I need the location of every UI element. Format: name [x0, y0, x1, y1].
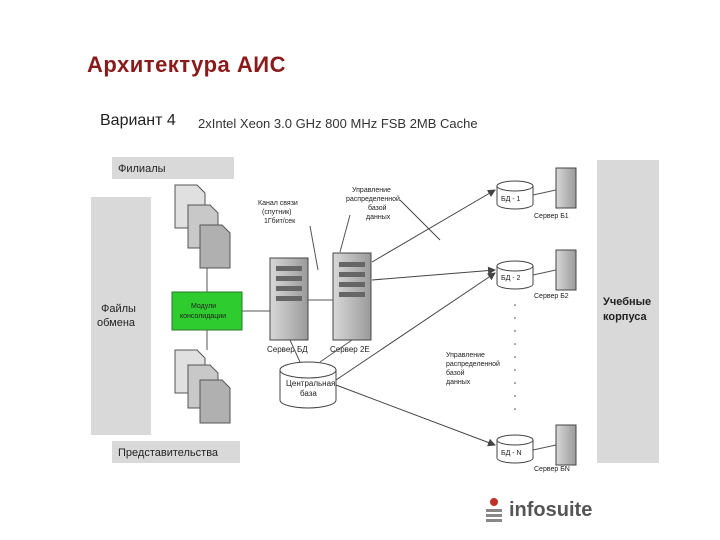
slide-title: Архитектура АИС [87, 52, 286, 77]
db2-label: БД - 2 [501, 275, 521, 282]
consolidation-label-2: консолидации [180, 313, 226, 320]
variant-label: Вариант 4 [100, 112, 176, 129]
server-db1-label: Сервер Б1 [534, 213, 569, 220]
documents-stack-top [174, 184, 231, 269]
dbn-label: БД - N [501, 450, 522, 457]
mgmt-top-label-4: данных [366, 214, 391, 221]
channel-label-3: 1Гбит/сек [264, 217, 296, 225]
mgmt-bottom-label-4: данных [446, 379, 471, 386]
exchange-files-band [91, 197, 151, 435]
dbn-node [496, 424, 577, 466]
campuses-label-2: корпуса [603, 311, 648, 323]
central-db-icon [279, 361, 337, 409]
mgmt-bottom-label-2: распределенной [446, 360, 500, 368]
db1-label: БД - 1 [501, 196, 521, 203]
server-db-label: Сервер БД [267, 345, 308, 354]
db2-node [496, 249, 577, 291]
server-dbn-label: Сервер БN [534, 466, 570, 473]
exchange-files-label-1: Файлы [101, 303, 136, 315]
logo-mark-icon [486, 498, 502, 522]
filials-label: Филиалы [118, 163, 166, 175]
logo-text: infosuite [509, 498, 593, 521]
mgmt-top-label-2: распределенной [346, 195, 400, 203]
consolidation-label-1: Модули [191, 303, 216, 310]
mgmt-bottom-label-1: Управление [446, 352, 485, 359]
db1-node [496, 167, 577, 210]
mgmt-top-label-3: базой [368, 204, 387, 212]
server-2e-icon [332, 252, 372, 341]
channel-label-2: (спутник) [262, 209, 292, 216]
hardware-spec: 2xIntel Xeon 3.0 GHz 800 MHz FSB 2MB Cac… [198, 116, 478, 131]
central-db-label-1: Центральная [286, 379, 335, 388]
mgmt-top-label-1: Управление [352, 187, 391, 194]
mgmt-bottom-label-3: базой [446, 369, 465, 377]
representations-label: Представительства [118, 447, 219, 459]
campuses-label-1: Учебные [603, 296, 651, 308]
consolidation-module [171, 291, 243, 331]
central-db-label-2: база [300, 389, 317, 398]
documents-stack-bottom [174, 349, 231, 424]
representations-band [112, 441, 240, 463]
exchange-files-label-2: обмена [97, 317, 136, 329]
server-db2-label: Сервер Б2 [534, 293, 569, 300]
server-2e-label: Сервер 2Е [330, 345, 370, 354]
campuses-band [597, 160, 659, 463]
channel-label-1: Канал связи [258, 200, 298, 207]
filials-band [112, 157, 234, 179]
ellipsis-dots [514, 304, 516, 410]
infosuite-logo: infosuite [483, 497, 592, 523]
server-db-icon [269, 257, 309, 341]
